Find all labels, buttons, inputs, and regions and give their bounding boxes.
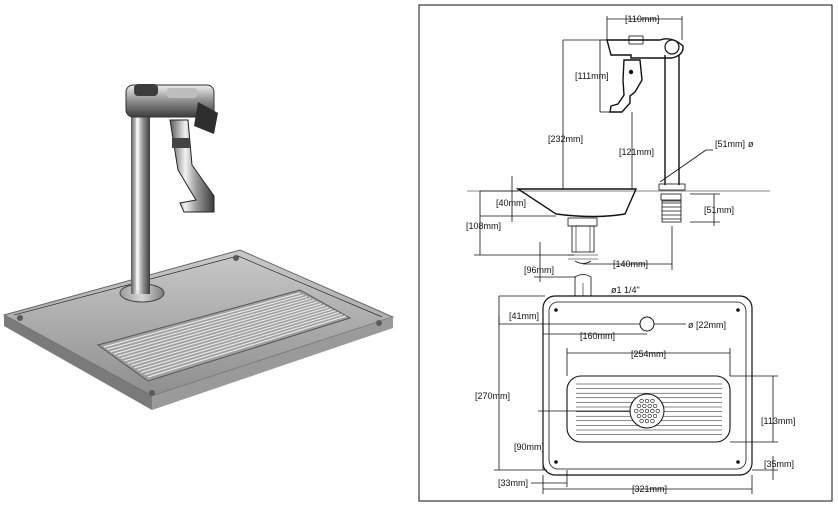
dim-113: [113mm] <box>761 416 795 426</box>
dim-40: [40mm] <box>496 198 526 208</box>
mounting-hole <box>233 255 239 261</box>
mounting-hole <box>376 320 382 326</box>
dim-254: [254mm] <box>631 349 666 359</box>
faucet-riser-pipe <box>131 104 150 294</box>
screw-hole <box>736 308 740 312</box>
dim-140: [140mm] <box>613 259 648 269</box>
dim-51-shank: [51mm] <box>704 205 734 215</box>
dim-270: [270mm] <box>475 391 510 401</box>
dim-96: [96mm] <box>524 265 554 275</box>
dim-drain: ø1 1/4" <box>611 285 640 295</box>
dim-22: ø [22mm] <box>688 320 726 330</box>
dim-111: [111mm] <box>575 71 609 81</box>
dim-160: [160mm] <box>580 331 615 341</box>
tray-front-rim <box>4 315 152 410</box>
screw-hole <box>554 308 558 312</box>
faucet-lever <box>169 119 215 213</box>
dim-110: [110mm] <box>625 14 659 24</box>
screw-hole <box>736 460 740 464</box>
sink-outline-inner <box>548 301 747 470</box>
dim-phi: ø <box>748 139 754 149</box>
glass-filler-photo <box>2 84 395 410</box>
dim-90: [90mm] <box>514 442 544 452</box>
screw-hole <box>554 460 558 464</box>
dim-232: [232mm] <box>548 134 583 144</box>
tray-right-rim <box>152 317 393 410</box>
faucet-hole <box>639 316 655 332</box>
dim-108: [108mm] <box>466 221 501 231</box>
mounting-hole <box>149 390 155 396</box>
dim-41: [41mm] <box>509 311 539 321</box>
dim-35: [35mm] <box>764 459 794 469</box>
drain-grate <box>103 292 347 378</box>
mounting-hole <box>17 315 23 321</box>
dimension-drawing: [110mm] [111mm] [232mm] [121mm] [51mm] ø… <box>418 4 833 502</box>
dim-51-pipe: [51mm] <box>715 139 745 149</box>
dim-33: [33mm] <box>498 478 528 488</box>
dim-121: [121mm] <box>619 147 654 157</box>
dim-321: [321mm] <box>632 484 667 494</box>
